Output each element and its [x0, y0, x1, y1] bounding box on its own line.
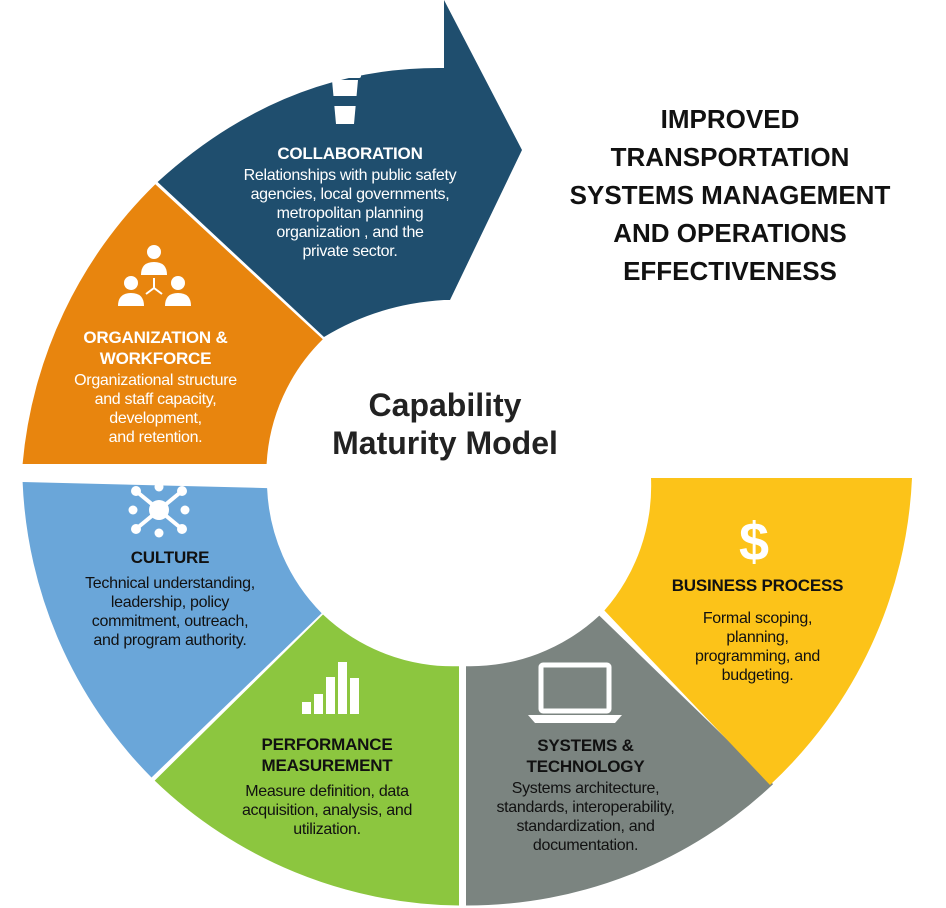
systems-technology-title: SYSTEMS & TECHNOLOGY: [526, 736, 645, 776]
performance-measurement-title: PERFORMANCE MEASUREMENT: [261, 735, 393, 775]
organization-workforce-segment: [22, 184, 323, 464]
team-icon: [118, 245, 191, 306]
goal-statement: IMPROVED TRANSPORTATION SYSTEMS MANAGEME…: [569, 104, 891, 286]
business-process-description: Formal scoping, planning, programming, a…: [694, 610, 821, 684]
performance-measurement-description: Measure definition, data acquisition, an…: [241, 783, 413, 838]
cup-icon: [329, 72, 361, 124]
business-process-title: BUSINESS PROCESS: [671, 576, 844, 595]
culture-description: Technical understanding, leadership, pol…: [85, 575, 255, 649]
culture-text: CULTURE Technical understanding, leaders…: [50, 547, 290, 650]
performance-measurement-text: PERFORMANCE MEASUREMENT Measure definiti…: [212, 734, 442, 839]
business-process-text: BUSINESS PROCESS Formal scoping, plannin…: [650, 575, 865, 685]
dollar-icon: $: [739, 512, 769, 572]
systems-technology-description: Systems architecture, standards, interop…: [496, 780, 675, 854]
systems-technology-text: SYSTEMS & TECHNOLOGY Systems architectur…: [463, 735, 708, 855]
svg-text:$: $: [739, 512, 769, 572]
bar-chart-icon: [302, 662, 359, 714]
culture-segment: [22, 482, 322, 778]
culture-title: CULTURE: [130, 548, 210, 567]
laptop-icon: [528, 662, 622, 723]
collaboration-segment: [157, 0, 522, 337]
organization-workforce-text: ORGANIZATION & WORKFORCE Organizational …: [43, 327, 268, 447]
organization-workforce-description: Organizational structure and staff capac…: [74, 372, 237, 446]
collaboration-description: Relationships with public safety agencie…: [243, 167, 457, 260]
business-process-segment: [604, 478, 912, 785]
collaboration-title: COLLABORATION: [277, 144, 423, 163]
performance-measurement-segment: [154, 614, 459, 906]
network-icon: [128, 482, 190, 538]
center-title: Capability Maturity Model: [332, 387, 558, 461]
organization-workforce-title: ORGANIZATION & WORKFORCE: [83, 328, 228, 368]
collaboration-text: COLLABORATION Relationships with public …: [200, 143, 500, 261]
